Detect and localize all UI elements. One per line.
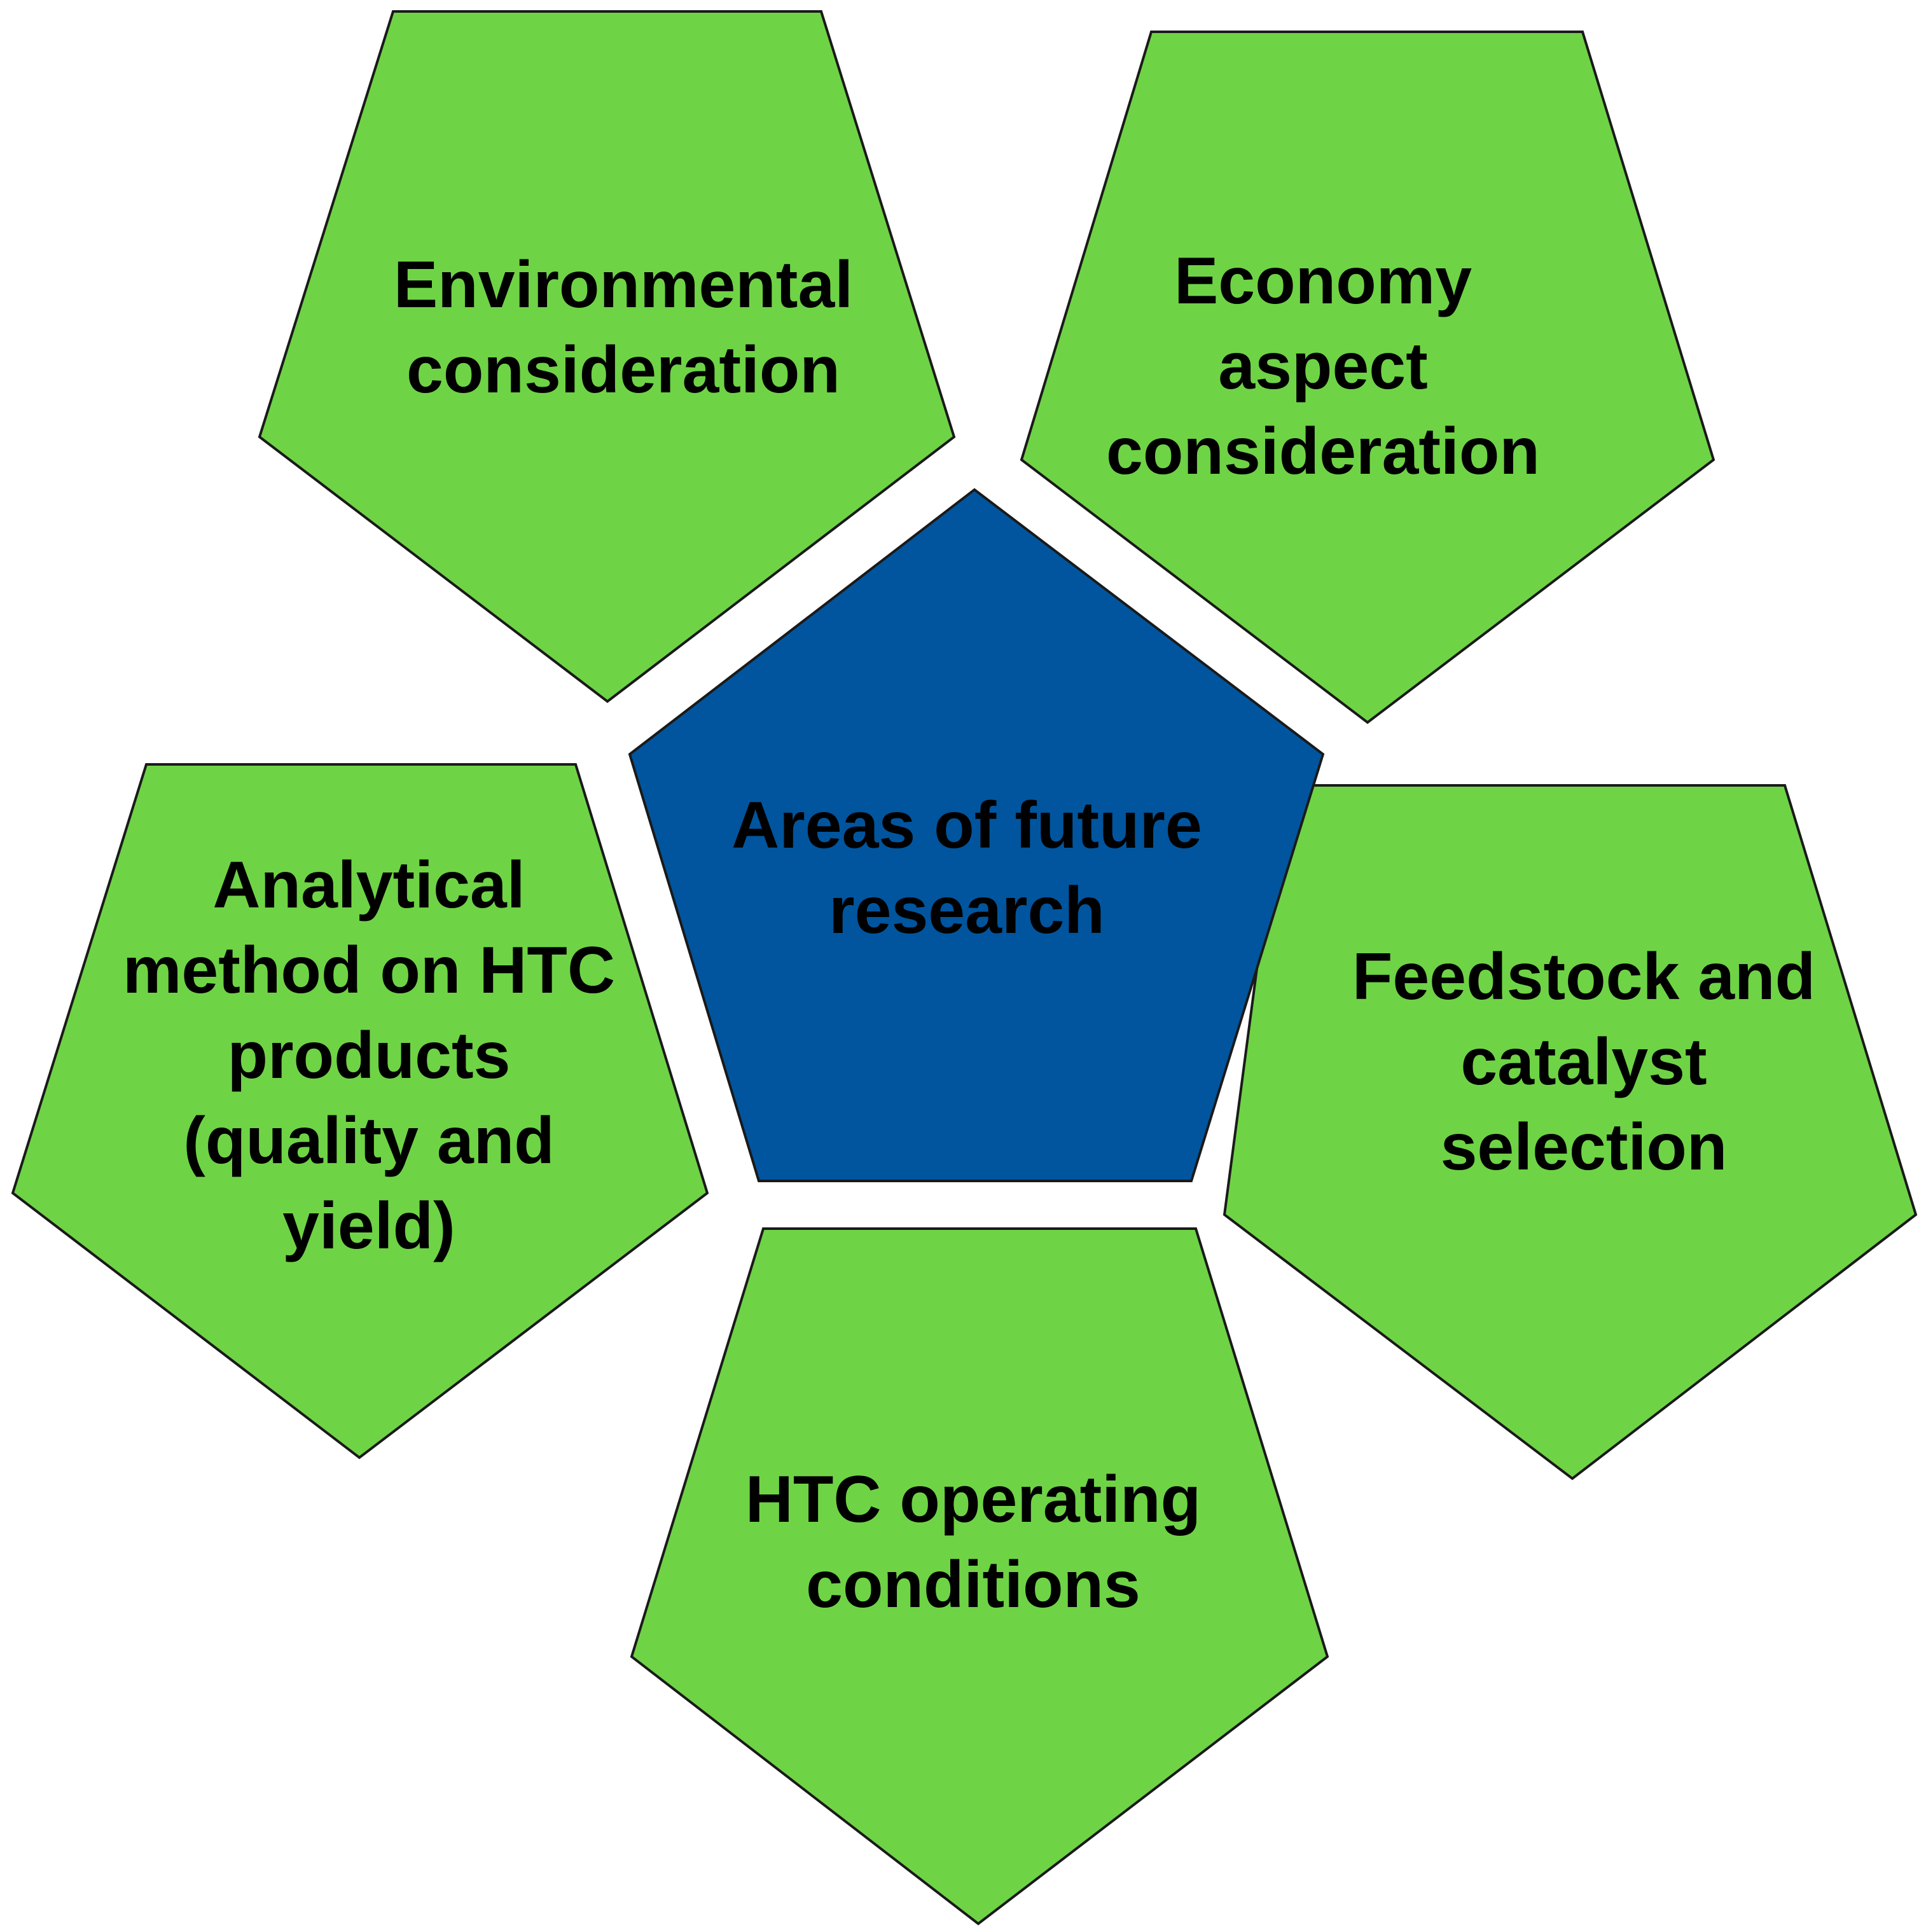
feedstock-label-line: catalyst	[1460, 1025, 1707, 1099]
analytical-label: Analytical method on HTC products (quali…	[95, 836, 642, 1275]
environmental-label: Environmental consideration	[331, 242, 916, 413]
htc-operating-label-line: conditions	[806, 1548, 1140, 1622]
environmental-label-line: consideration	[406, 333, 840, 407]
htc-operating-label: HTC operating conditions	[687, 1456, 1259, 1628]
htc-operating-label-line: HTC operating	[745, 1463, 1202, 1536]
analytical-label-line: method on HTC	[122, 934, 616, 1007]
economy-label: Economy aspect consideration	[1056, 239, 1590, 493]
analytical-label-line: Analytical	[212, 848, 525, 922]
economy-pentagon	[1020, 31, 1715, 724]
feedstock-label-line: selection	[1440, 1110, 1728, 1184]
analytical-label-line: products	[227, 1019, 511, 1093]
analytical-pentagon	[11, 763, 709, 1459]
center-pentagon	[628, 488, 1325, 1182]
analytical-label-line: yield)	[282, 1189, 455, 1263]
economy-label-line: consideration	[1106, 415, 1540, 488]
analytical-label-line: (quality and	[183, 1104, 555, 1178]
economy-label-line: Economy	[1174, 244, 1472, 318]
feedstock-pentagon	[1223, 784, 1918, 1480]
center-label-line: Areas of future	[731, 789, 1202, 862]
environmental-pentagon	[258, 10, 956, 703]
economy-label-line: aspect	[1218, 329, 1428, 403]
htc-operating-pentagon	[630, 1227, 1329, 1926]
feedstock-label-line: Feedstock and	[1352, 940, 1816, 1014]
center-label-line: research	[829, 874, 1105, 948]
environmental-label-line: Environmental	[393, 248, 854, 322]
feedstock-label: Feedstock and catalyst selection	[1310, 935, 1857, 1189]
center-label: Areas of future research	[693, 776, 1240, 960]
